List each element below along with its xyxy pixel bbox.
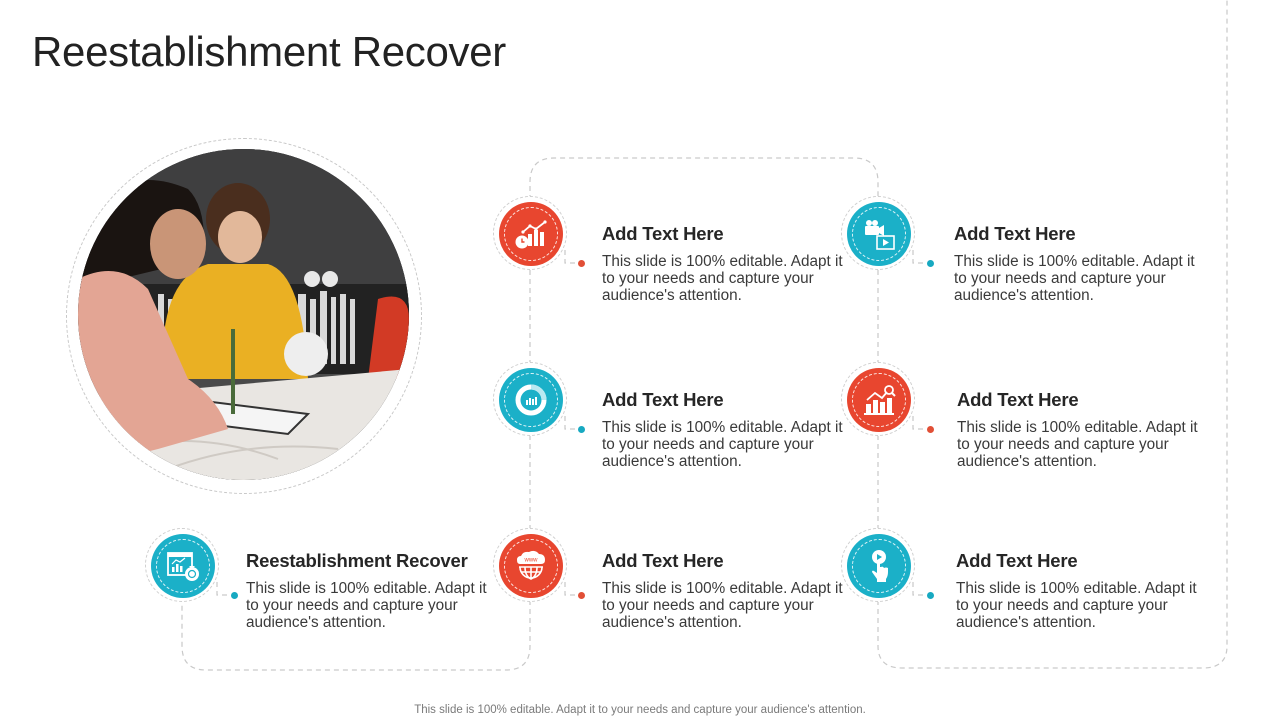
team-photo [78,149,409,480]
item-7-body: This slide is 100% editable. Adapt it to… [956,580,1197,631]
item-2-text: Add Text Here This slide is 100% editabl… [954,223,1204,304]
photo-dashed-ring [66,138,422,494]
www-cloud-globe-icon: www [517,550,545,580]
item-4-body: This slide is 100% editable. Adapt it to… [957,419,1198,470]
item-5-heading: Reestablishment Recover [246,550,468,571]
item-6-icon-badge: www [493,528,567,602]
item-3-text: Add Text Here This slide is 100% editabl… [602,389,852,470]
item-1-body: This slide is 100% editable. Adapt it to… [602,253,843,304]
video-camera-play-icon [865,220,895,250]
svg-text:www: www [524,558,539,564]
item-5-text: Reestablishment Recover This slide is 10… [246,550,496,631]
item-2-dot [927,260,934,267]
growth-chart-search-icon [864,385,896,415]
item-1-text: Add Text Here This slide is 100% editabl… [602,223,852,304]
donut-chart-icon [515,384,547,416]
item-7-dot [927,592,934,599]
footer-note: This slide is 100% editable. Adapt it to… [414,704,866,716]
item-1-icon-badge [493,196,567,270]
item-2-heading: Add Text Here [954,223,1076,244]
item-4-text: Add Text Here This slide is 100% editabl… [957,389,1207,470]
item-2-body: This slide is 100% editable. Adapt it to… [954,253,1195,304]
item-3-heading: Add Text Here [602,389,724,410]
item-6-body: This slide is 100% editable. Adapt it to… [602,580,843,631]
item-3-body: This slide is 100% editable. Adapt it to… [602,419,843,470]
chart-clock-icon [515,220,547,249]
item-1-dot [578,260,585,267]
item-6-heading: Add Text Here [602,550,724,571]
item-2-icon-badge [841,196,915,270]
item-4-icon-badge [841,362,915,436]
item-5-icon-badge [145,528,219,602]
item-1-heading: Add Text Here [602,223,724,244]
item-6-text: Add Text Here This slide is 100% editabl… [602,550,852,631]
play-touch-hand-icon [872,550,888,582]
item-4-heading: Add Text Here [957,389,1079,410]
item-5-dot [231,592,238,599]
item-7-text: Add Text Here This slide is 100% editabl… [956,550,1206,631]
slide-title: Reestablishment Recover [32,28,506,75]
item-4-dot [927,426,934,433]
item-3-dot [578,426,585,433]
item-7-icon-badge [841,528,915,602]
photo-image-icon [78,149,409,480]
calendar-money-bag-icon [167,552,199,581]
item-3-icon-badge [493,362,567,436]
item-7-heading: Add Text Here [956,550,1078,571]
item-5-body: This slide is 100% editable. Adapt it to… [246,580,487,631]
item-6-dot [578,592,585,599]
